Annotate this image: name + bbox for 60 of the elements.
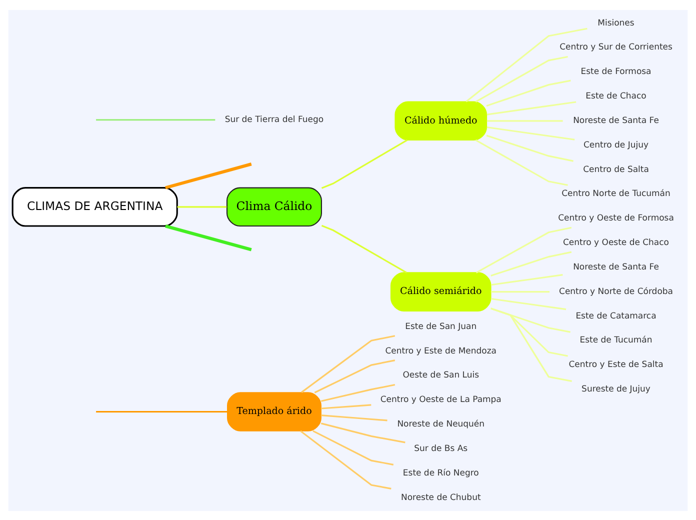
connector (466, 27, 588, 102)
connector (314, 359, 396, 393)
node-text: Oeste de San Luis (402, 370, 480, 380)
node-text: Este de Río Negro (402, 468, 479, 478)
node-text: Misiones (598, 18, 634, 28)
connector (490, 250, 572, 276)
connector (486, 79, 571, 106)
node-text: Centro y Oeste de La Pampa (380, 394, 502, 405)
node-text: Sur de Tierra del Fuego (224, 114, 324, 124)
node-text: Noreste de Neuquén (397, 419, 485, 430)
node-text: Centro de Salta (583, 164, 649, 174)
node-text: Centro y Este de Mendoza (385, 346, 496, 356)
connector (490, 273, 563, 286)
node-text: Centro y Oeste de Chaco (563, 238, 670, 248)
connector (301, 334, 396, 392)
node-box: Templado árido (227, 392, 322, 431)
connector (486, 126, 575, 140)
connector (486, 120, 563, 122)
node-box: Cálido húmedo (394, 100, 488, 140)
connector (486, 134, 574, 162)
node-text: Sureste de Jujuy (582, 384, 650, 394)
node-text: Este de Catamarca (576, 310, 656, 321)
connector (312, 430, 394, 465)
connector (321, 138, 408, 188)
connector (321, 404, 372, 409)
connector (320, 422, 406, 443)
node-text: Noreste de Santa Fe (573, 115, 659, 126)
connector (96, 118, 216, 120)
connector (300, 430, 392, 489)
connector (177, 206, 227, 208)
connector (321, 224, 408, 273)
node-text: Centro Norte de Tucumán (562, 188, 670, 199)
connector (320, 383, 396, 402)
node-text: Este de Formosa (580, 66, 652, 77)
connector (490, 307, 570, 332)
node-box: Clima Cálido (226, 186, 322, 226)
node-text: Centro y Este de Salta (568, 360, 664, 370)
connector (475, 55, 568, 102)
connector (491, 290, 550, 292)
node-text: Este de San Juan (405, 321, 477, 332)
node-box: Cálido semiárido (390, 272, 492, 311)
connector (486, 100, 576, 115)
connector (165, 162, 252, 189)
node-text: Noreste de Chubut (400, 492, 481, 502)
node-text: Noreste de Santa Fe (573, 262, 659, 272)
connector (490, 307, 572, 382)
node-text: Centro de Jujuy (584, 140, 649, 150)
node-text: Este de Chaco (586, 91, 646, 102)
connector (96, 410, 228, 412)
connector (476, 226, 572, 273)
node-box: CLIMAS DE ARGENTINA (12, 186, 178, 226)
connector (321, 414, 388, 421)
node-text: Este de Tucumán (580, 335, 652, 346)
node-text: Centro y Oeste de Formosa (558, 213, 674, 224)
node-text: Centro y Norte de Córdoba (559, 286, 673, 296)
connector (475, 138, 568, 186)
node-text: Sur de Bs As (414, 443, 468, 454)
connector (490, 297, 566, 310)
connector (165, 224, 252, 251)
node-text: Centro y Sur de Corrientes (560, 42, 672, 52)
